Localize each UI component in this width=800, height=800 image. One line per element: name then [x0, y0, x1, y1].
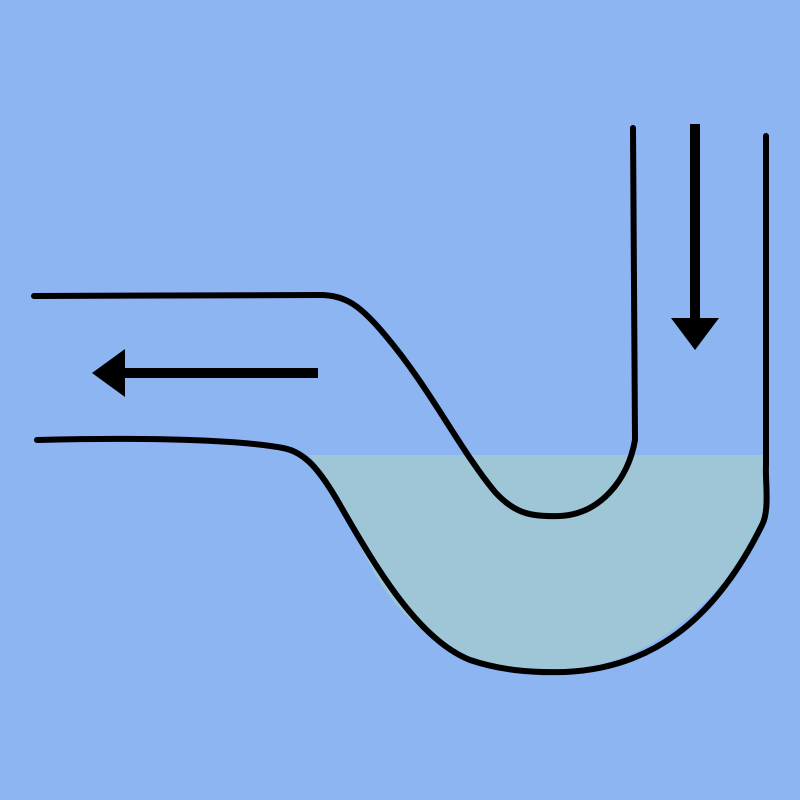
pipe-upper-wall	[31, 125, 638, 520]
inflow-arrow-down-icon	[671, 318, 719, 350]
outflow-arrow-left-icon	[92, 349, 125, 397]
water-seal	[308, 455, 766, 671]
pipe-lower-wall	[34, 133, 770, 676]
